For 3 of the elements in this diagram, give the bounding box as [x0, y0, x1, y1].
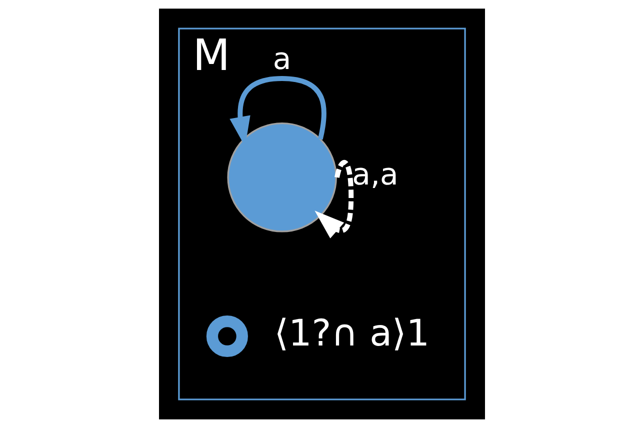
edge-label: a — [272, 42, 291, 78]
edge-label: a,a — [352, 158, 398, 193]
node-label: ⟨1?∩ a⟩1 — [274, 312, 430, 355]
